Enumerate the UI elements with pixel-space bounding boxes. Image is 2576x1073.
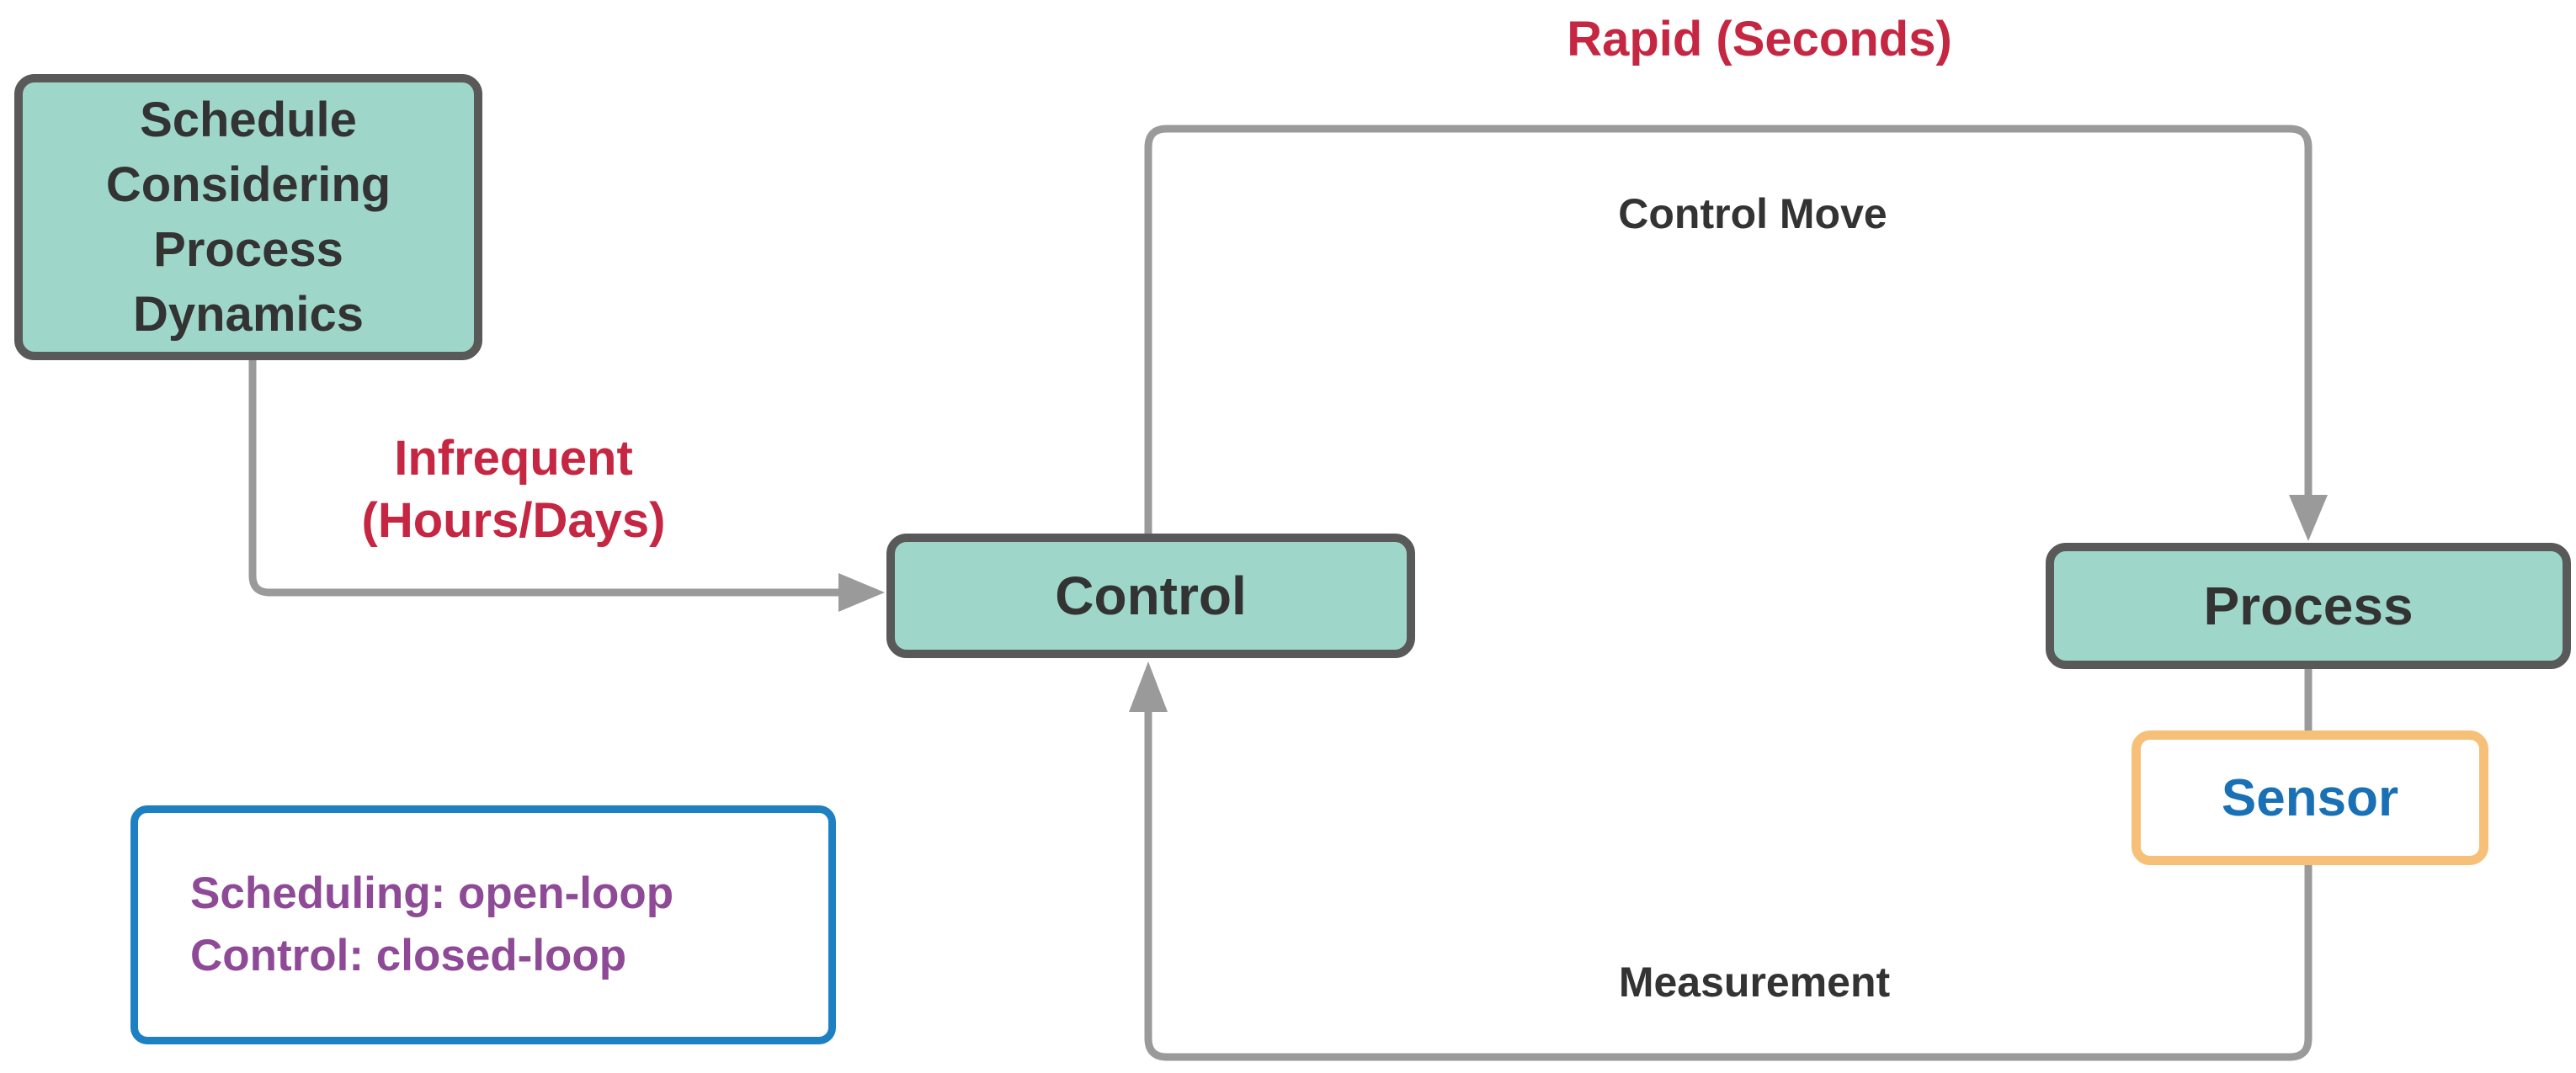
legend-note-line-2: Control: closed-loop [190,931,627,980]
process-node: Process [2046,543,2571,669]
rapid-timing-label: Rapid (Seconds) [1567,12,1952,66]
measurement-label: Measurement [1618,959,1891,1006]
arrowhead-into-control-bottom [1129,661,1168,712]
infrequent-timing-label: Infrequent (Hours/Days) [261,428,766,552]
sensor-node-label: Sensor [2221,768,2399,827]
legend-note-line-1: Scheduling: open-loop [190,868,674,918]
arrowhead-into-control-left [838,573,885,612]
edge-control-to-process [1144,125,2313,534]
schedule-label-line-1: Schedule [140,93,357,147]
edge-schedule-to-control [248,360,838,597]
schedule-node-label: Schedule Considering Process Dynamics [106,88,391,347]
process-node-label: Process [2203,576,2414,636]
infrequent-label-line-2: (Hours/Days) [361,493,666,548]
arrowhead-into-process-top [2289,495,2328,541]
schedule-label-line-4: Dynamics [132,287,365,342]
legend-note-text: Scheduling: open-loop Control: closed-lo… [190,863,673,987]
edge-sensor-to-control [1144,711,2313,1061]
infrequent-label-line-1: Infrequent [394,431,633,486]
control-move-label: Control Move [1618,190,1887,237]
control-node: Control [886,534,1415,658]
legend-note: Scheduling: open-loop Control: closed-lo… [130,805,836,1044]
schedule-node: Schedule Considering Process Dynamics [14,74,482,360]
control-node-label: Control [1055,566,1247,626]
schedule-label-line-2: Considering [105,157,391,212]
schedule-label-line-3: Process [153,222,343,277]
sensor-node: Sensor [2132,730,2488,865]
